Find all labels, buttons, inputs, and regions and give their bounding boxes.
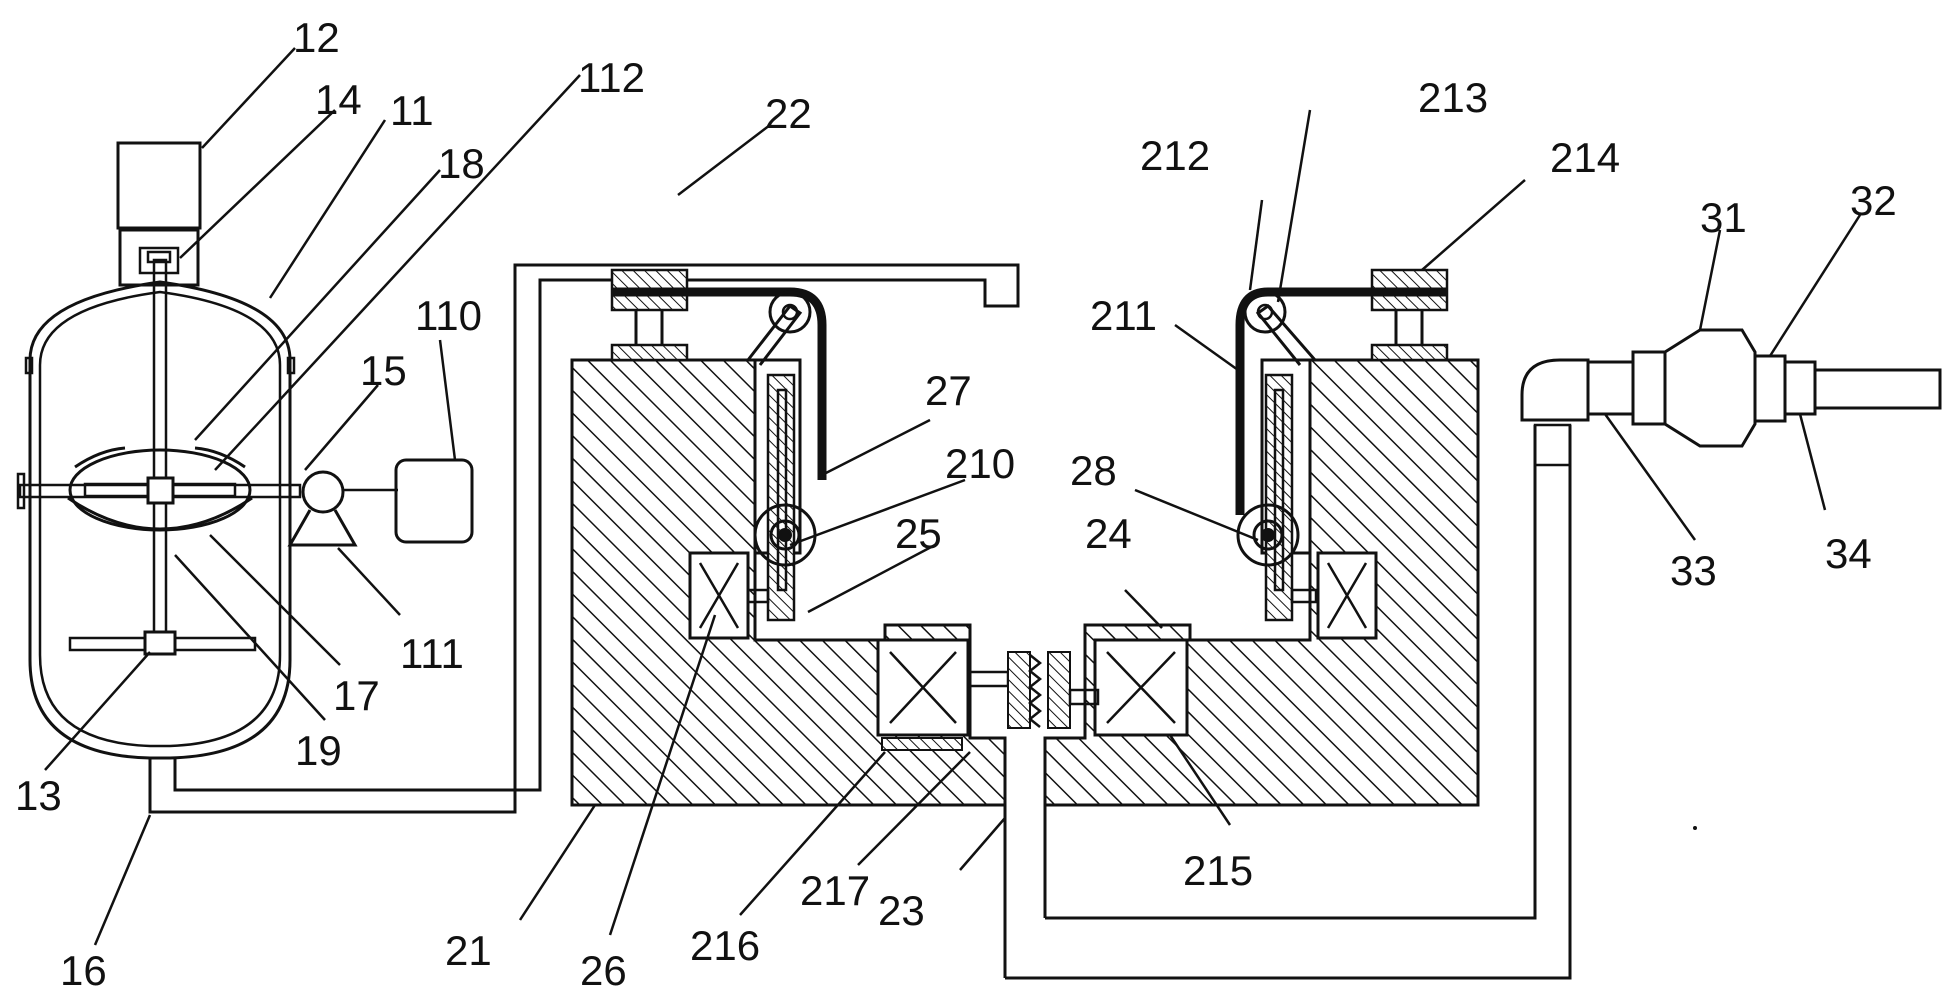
label-212: 212 (1140, 132, 1210, 179)
leader-lines (44, 47, 1862, 946)
outlet-assembly (1005, 328, 1942, 980)
label-215: 215 (1183, 847, 1253, 894)
label-211: 211 (1090, 292, 1157, 339)
label-17: 17 (333, 672, 380, 719)
stirring-shaft (152, 258, 168, 647)
label-111: 111 (400, 630, 464, 677)
label-112: 112 (578, 54, 645, 101)
label-13: 13 (15, 772, 62, 819)
mixing-tank (16, 141, 1020, 814)
filter-housing (1663, 328, 1757, 448)
label-217: 217 (800, 867, 870, 914)
label-19: 19 (295, 727, 342, 774)
pump (301, 470, 345, 514)
label-110: 110 (415, 292, 482, 339)
label-14: 14 (315, 76, 362, 123)
label-210: 210 (945, 440, 1015, 487)
label-213: 213 (1418, 74, 1488, 121)
label-32: 32 (1850, 177, 1897, 224)
hopper (116, 141, 202, 230)
label-33: 33 (1670, 547, 1717, 594)
label-214: 214 (1550, 134, 1620, 181)
label-12: 12 (293, 14, 340, 61)
label-24: 24 (1085, 510, 1132, 557)
label-15: 15 (360, 347, 407, 394)
tank-body (28, 280, 292, 760)
motor-housing (118, 228, 200, 287)
label-21: 21 (445, 927, 492, 974)
label-11: 11 (390, 87, 434, 134)
label-23: 23 (878, 887, 925, 934)
central-block (570, 268, 1480, 978)
callout-labels: 12 14 11 18 112 22 110 15 111 17 19 13 1… (15, 14, 1897, 994)
label-34: 34 (1825, 530, 1872, 577)
label-22: 22 (765, 90, 812, 137)
label-216: 216 (690, 922, 760, 969)
control-box (394, 458, 474, 544)
label-31: 31 (1700, 194, 1747, 241)
label-18: 18 (438, 140, 485, 187)
label-26: 26 (580, 947, 627, 994)
label-27: 27 (925, 367, 972, 414)
label-25: 25 (895, 510, 942, 557)
outlet-pipe (148, 263, 1020, 814)
label-28: 28 (1070, 447, 1117, 494)
label-16: 16 (60, 947, 107, 994)
